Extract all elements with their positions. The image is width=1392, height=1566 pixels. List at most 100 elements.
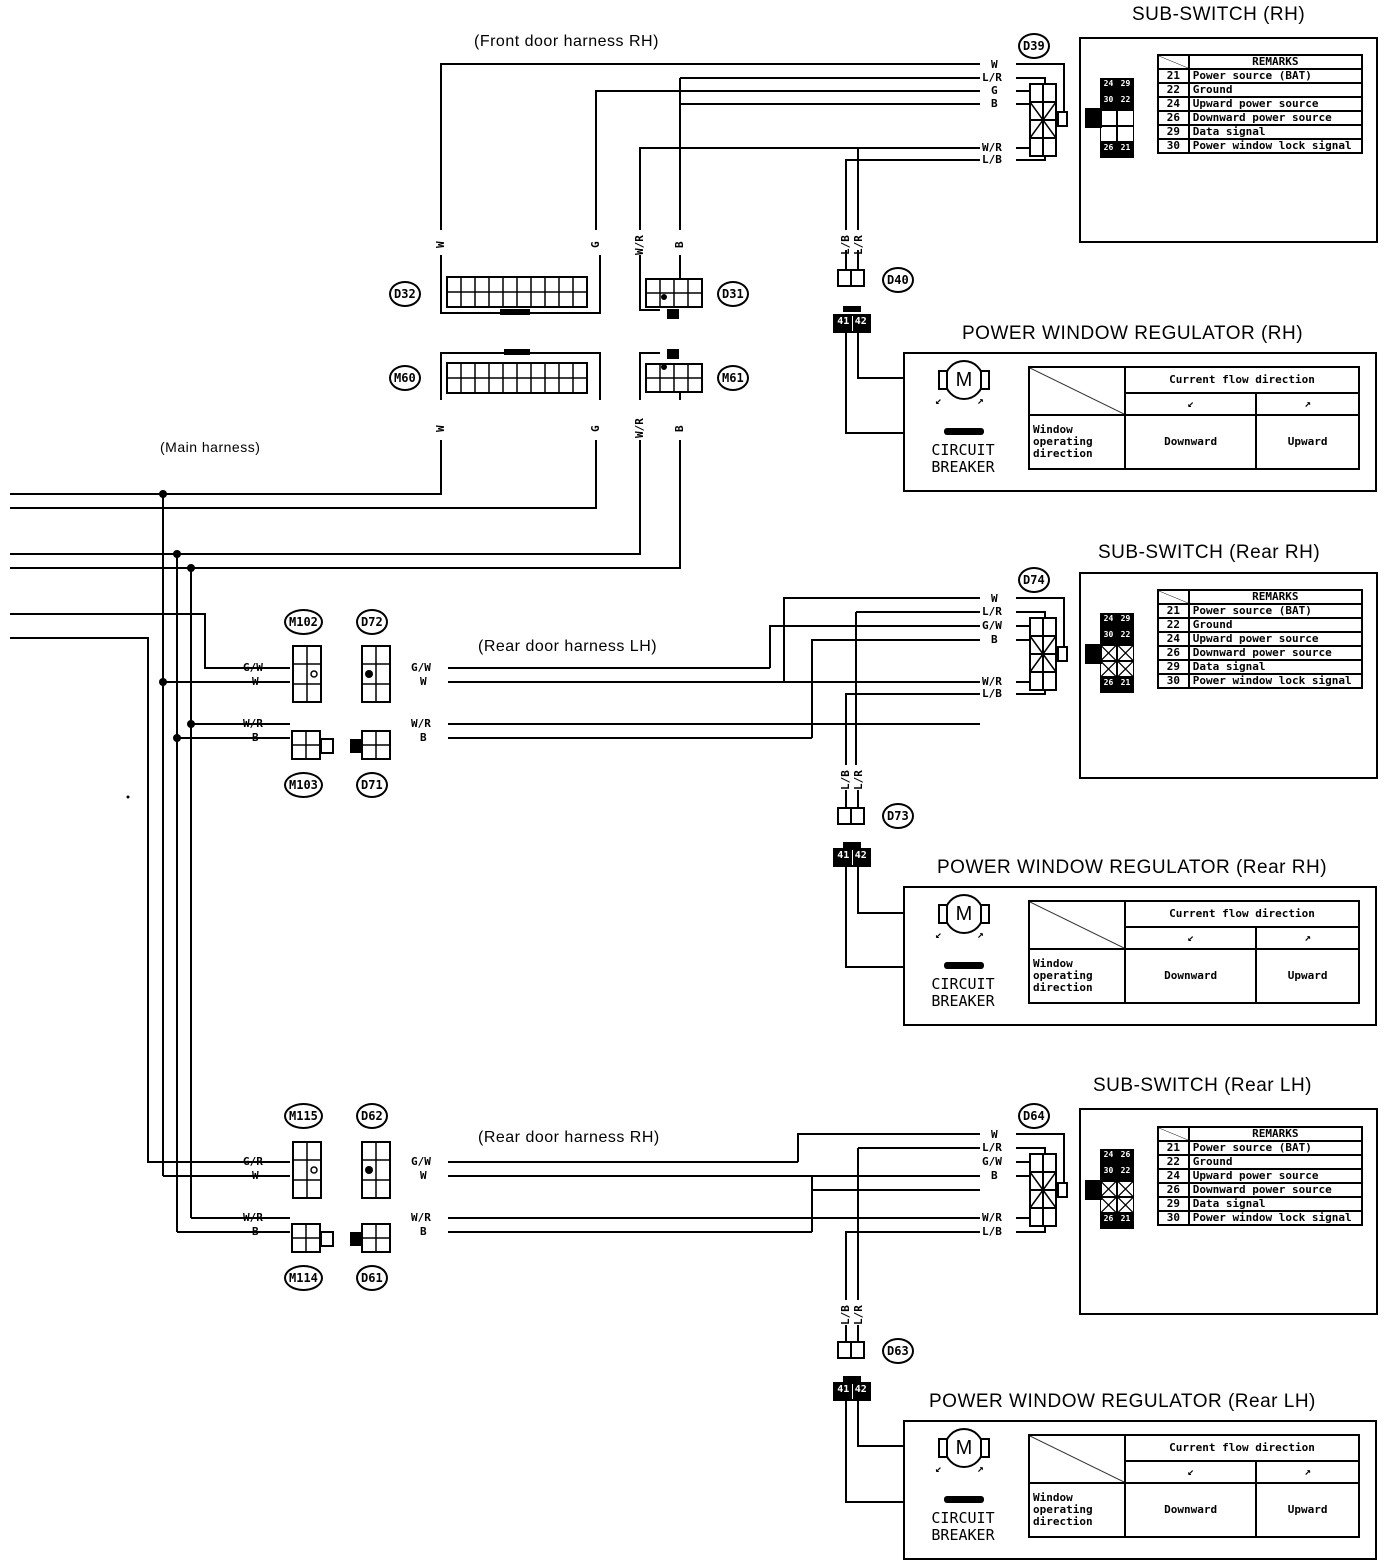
motor-brush-right [980, 904, 990, 924]
connector-m102[interactable]: M102 [284, 609, 323, 635]
wire-label-w: W [252, 1169, 259, 1182]
connector-m61[interactable]: M61 [717, 365, 749, 391]
circuit-breaker-label: CIRCUIT BREAKER [931, 1509, 995, 1544]
pin: 21 [1117, 142, 1134, 158]
connector-d31[interactable]: D31 [717, 281, 749, 307]
pin: 24 [1100, 78, 1117, 94]
current-flow-header: Current flow direction [1124, 366, 1360, 394]
pin-number: 24 [1157, 96, 1190, 112]
sub-switch-title: SUB-SWITCH (Rear RH) [1098, 542, 1321, 563]
pin-remark: Ground [1187, 617, 1364, 633]
wire-label-b: B [673, 425, 686, 432]
current-flow-header: Current flow direction [1124, 900, 1360, 928]
arrow-up-right-icon: ↗ [1255, 1460, 1360, 1484]
wire-label-lb: L/B [982, 153, 1002, 166]
wire-label-wr: W/R [982, 675, 1002, 688]
motor-icon: M [944, 1428, 984, 1468]
wire-label-lb: L/B [839, 770, 852, 790]
wire-g-front [595, 90, 980, 230]
current-flow-table: Current flow direction ↙ ↗ Window operat… [1028, 366, 1360, 470]
connector-d72[interactable]: D72 [356, 609, 388, 635]
regulator-pin-connector: 41 42 [833, 848, 871, 867]
sub-switch-title: SUB-SWITCH (RH) [1132, 4, 1306, 25]
wire-label-lr: L/R [982, 1141, 1002, 1154]
connector-d73[interactable]: D73 [882, 803, 914, 829]
connector-d61[interactable]: D61 [356, 1265, 388, 1291]
pin-number: 24 [1157, 1168, 1190, 1184]
connector-d71[interactable]: D71 [356, 772, 388, 798]
connector-d32[interactable]: D32 [389, 281, 421, 307]
pin-number: 26 [1157, 110, 1190, 126]
pin-remark: Data signal [1187, 1196, 1364, 1212]
pin-number: 41 [835, 1384, 853, 1399]
wire-label-b: B [420, 1225, 427, 1238]
pin: 24 [1100, 1149, 1117, 1165]
pin-remark: Power window lock signal [1187, 138, 1364, 154]
connector-d64[interactable]: D64 [1018, 1103, 1050, 1129]
motor-brush-left [938, 370, 948, 390]
connector-m114[interactable]: M114 [284, 1265, 323, 1291]
pin-remark: Power source (BAT) [1187, 603, 1364, 619]
pin-number: 24 [1157, 631, 1190, 647]
pin: 29 [1117, 78, 1134, 94]
wire-label-b: B [252, 731, 259, 744]
wire-label-gw: G/W [411, 661, 431, 674]
arrow-up-right-icon: ↗ [977, 394, 984, 407]
arrow-down-left-icon: ↙ [1123, 1460, 1258, 1484]
pin: 22 [1117, 1165, 1134, 1181]
downward-cell: Downward [1123, 1482, 1258, 1538]
motor-brush-right [980, 1438, 990, 1458]
circuit-breaker-label: CIRCUIT BREAKER [931, 975, 995, 1010]
wire-label-w: W [252, 675, 259, 688]
pin-number: 21 [1157, 603, 1190, 619]
pin-remark: Upward power source [1187, 1168, 1364, 1184]
pin-number: 26 [1157, 1182, 1190, 1198]
wire-label-lr: L/R [982, 71, 1002, 84]
pin: 21 [1117, 1213, 1134, 1229]
pin-remark: Power source (BAT) [1187, 1140, 1364, 1156]
upward-cell: Upward [1255, 1482, 1360, 1538]
wire-wr-front [639, 147, 980, 230]
downward-cell: Downward [1123, 948, 1258, 1004]
arrow-down-left-icon: ↙ [1123, 392, 1258, 416]
main-wr [10, 440, 641, 555]
pin-number: 22 [1157, 82, 1190, 98]
connector-d74[interactable]: D74 [1018, 567, 1050, 593]
wire-label-lb: L/B [839, 235, 852, 255]
splice-dot [173, 734, 181, 742]
wire-label-gw: G/W [982, 1155, 1002, 1168]
pin: 22 [1117, 629, 1134, 645]
connector-d63[interactable]: D63 [882, 1338, 914, 1364]
pin-remark: Downward power source [1187, 110, 1364, 126]
connector-d39[interactable]: D39 [1018, 33, 1050, 59]
pin-number: 42 [854, 316, 867, 327]
pin-remark: Downward power source [1187, 1182, 1364, 1198]
pin-number: 22 [1157, 617, 1190, 633]
pin-remark: Data signal [1187, 124, 1364, 140]
rear-door-harness-lh-label: (Rear door harness LH) [478, 638, 658, 655]
motor-brush-right [980, 370, 990, 390]
wire-label-gw: G/W [982, 619, 1002, 632]
connector-d62[interactable]: D62 [356, 1103, 388, 1129]
main-w [10, 440, 442, 495]
wire-label-w: W [991, 58, 998, 71]
wire-label-gw: G/W [243, 661, 263, 674]
current-flow-header: Current flow direction [1124, 1434, 1360, 1462]
pin-remark: Upward power source [1187, 631, 1364, 647]
window-operating-direction-label: Window operating direction [1028, 948, 1126, 1004]
pin-number: 29 [1157, 1196, 1190, 1212]
connector-m103[interactable]: M103 [284, 772, 323, 798]
arrow-up-right-icon: ↗ [1255, 926, 1360, 950]
pin: 26 [1117, 1149, 1134, 1165]
connector-m60[interactable]: M60 [389, 365, 421, 391]
remarks-header: REMARKS [1187, 589, 1364, 605]
connector-m115[interactable]: M115 [284, 1103, 323, 1129]
connector-d40[interactable]: D40 [882, 267, 914, 293]
wire-label-b: B [991, 97, 998, 110]
window-operating-direction-label: Window operating direction [1028, 414, 1126, 470]
wire-label-w: W [420, 675, 427, 688]
arrow-up-right-icon: ↗ [977, 928, 984, 941]
pin-remark: Power window lock signal [1187, 1210, 1364, 1226]
